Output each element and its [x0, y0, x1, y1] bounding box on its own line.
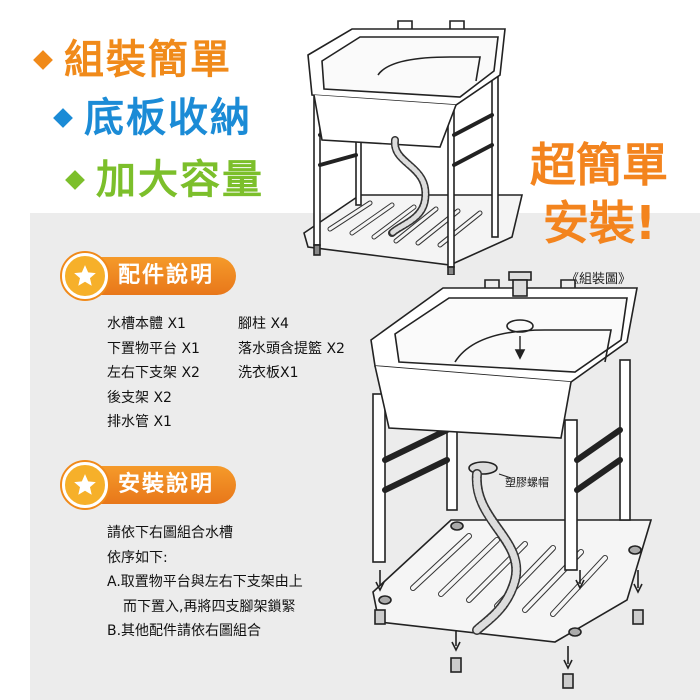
feature-base-storage: 底板收納	[53, 95, 252, 141]
install-line: B.其他配件請依右圖組合	[107, 623, 262, 639]
diamond-bullet-icon	[65, 170, 85, 190]
part-item: 洗衣板X1	[238, 365, 299, 381]
install-line: 而下置入,再將四支腳架鎖緊	[123, 598, 296, 615]
plastic-nut-label: 塑膠螺帽	[505, 476, 549, 489]
feature-text: 加大容量	[96, 157, 264, 203]
install-line: 依序如下:	[107, 549, 168, 566]
install-line: A.取置物平台與左右下支架由上	[107, 574, 303, 590]
slogan-line-2: 安裝!	[543, 196, 656, 250]
slogan-line-1: 超簡單	[530, 138, 668, 192]
star-icon	[62, 462, 108, 508]
parts-section-header: 配件說明	[62, 253, 237, 299]
feature-easy-assembly: 組裝簡單	[33, 37, 232, 83]
assembly-diagram-caption: 《組裝圖》	[566, 272, 632, 287]
part-item: 水槽本體 X1	[107, 316, 186, 332]
part-item: 下置物平台 X1	[107, 340, 200, 357]
part-item: 左右下支架 X2	[107, 365, 200, 381]
install-section-title: 安裝說明	[90, 466, 237, 504]
parts-section-title: 配件說明	[90, 257, 237, 295]
sink-product-illustration	[303, 20, 524, 275]
star-icon	[62, 253, 108, 299]
part-item: 腳柱 X4	[238, 316, 289, 332]
feature-text: 底板收納	[84, 95, 252, 141]
install-line: 請依下右圖組合水槽	[107, 525, 233, 541]
assembly-diagram	[370, 271, 653, 689]
part-item: 後支架 X2	[107, 389, 172, 406]
part-item: 落水頭含提籃 X2	[238, 340, 345, 357]
install-steps: 請依下右圖組合水槽 依序如下: A.取置物平台與左右下支架由上 而下置入,再將四…	[107, 521, 303, 644]
diamond-bullet-icon	[53, 108, 73, 128]
parts-column-1: 水槽本體 X1 下置物平台 X1 左右下支架 X2 後支架 X2 排水管 X1	[107, 312, 200, 435]
parts-column-2: 腳柱 X4 落水頭含提籃 X2 洗衣板X1	[238, 312, 345, 386]
diamond-bullet-icon	[33, 50, 53, 70]
feature-large-capacity: 加大容量	[65, 157, 264, 203]
feature-text: 組裝簡單	[64, 37, 232, 83]
part-item: 排水管 X1	[107, 414, 172, 430]
install-section-header: 安裝說明	[62, 462, 237, 508]
